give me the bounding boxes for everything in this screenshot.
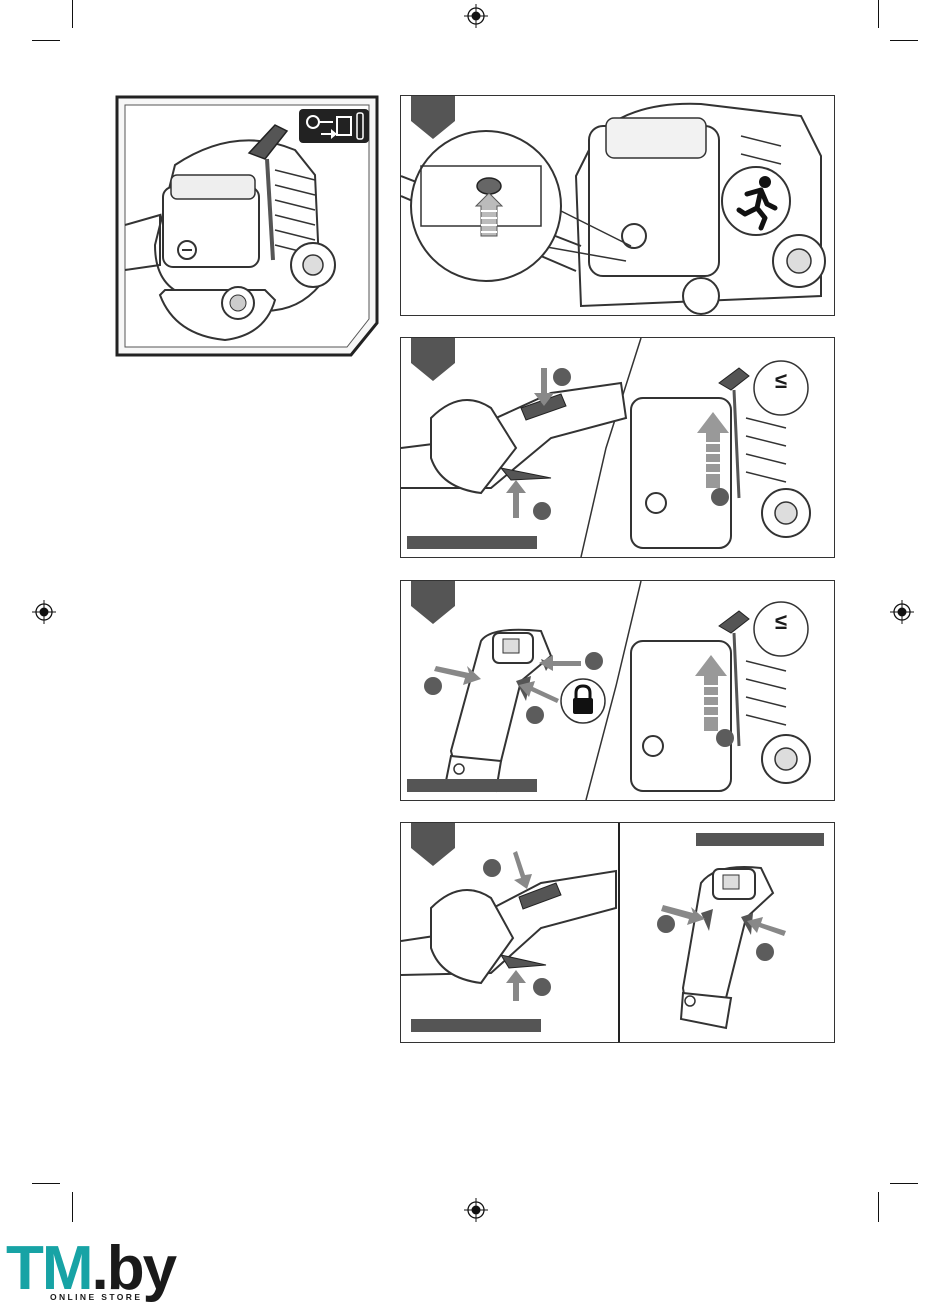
step-panel-1 (400, 95, 835, 316)
registration-mark-icon (464, 1198, 488, 1222)
callout-symbol: ≤ (763, 368, 799, 394)
crop-mark (32, 40, 60, 41)
step-number-marker (533, 978, 551, 996)
step-number-marker (483, 859, 501, 877)
brand-logo: TM.by ONLINE STORE (6, 1238, 175, 1300)
lock-icon (559, 677, 607, 725)
registration-mark-icon (890, 600, 914, 624)
crop-mark (878, 1192, 879, 1222)
step-panel-2: ≤ (400, 337, 835, 558)
step-panel-3: ≤ (400, 580, 835, 801)
step-number-marker (424, 677, 442, 695)
step-number-marker (711, 488, 729, 506)
caption-bar (411, 1019, 541, 1032)
callout-symbol: ≤ (763, 609, 799, 635)
step-number-marker (553, 368, 571, 386)
step-number-marker (657, 915, 675, 933)
crop-mark (72, 0, 73, 28)
brand-subtitle: ONLINE STORE (50, 1292, 142, 1302)
overview-figure (115, 95, 379, 357)
brand-logo-text: TM.by (6, 1238, 175, 1300)
crop-mark (890, 40, 918, 41)
registration-mark-icon (32, 600, 56, 624)
step-number-marker (526, 706, 544, 724)
choke-lever-icon (299, 109, 369, 143)
caption-bar (407, 536, 537, 549)
running-person-icon (719, 164, 793, 238)
step-number-marker (716, 729, 734, 747)
crop-mark (878, 0, 879, 28)
crop-mark (890, 1183, 918, 1184)
step-number-marker (533, 502, 551, 520)
crop-mark (72, 1192, 73, 1222)
step-number-marker (756, 943, 774, 961)
step-number-marker (585, 652, 603, 670)
step-panel-4 (400, 822, 835, 1043)
crop-mark (32, 1183, 60, 1184)
registration-mark-icon (464, 4, 488, 28)
caption-bar (696, 833, 824, 846)
caption-bar (407, 779, 537, 792)
throttle-release-illustration (401, 823, 834, 1042)
